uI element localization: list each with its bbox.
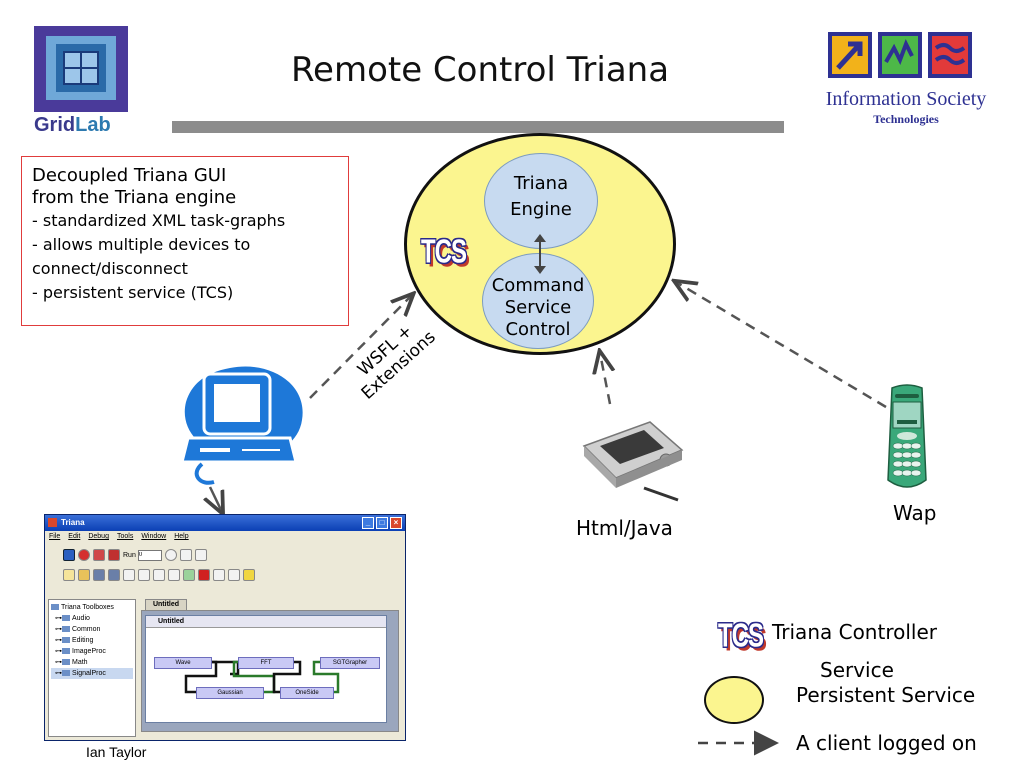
folder-icon <box>62 626 70 633</box>
node-sgtgrapher[interactable]: SGTGrapher <box>320 657 380 669</box>
mobile-phone-icon <box>887 384 927 488</box>
triana-engine-label: Triana Engine <box>510 173 572 220</box>
zoom-out-icon[interactable] <box>194 549 207 561</box>
menu-window[interactable]: Window <box>141 533 167 540</box>
tree-item[interactable]: ⊶Common <box>55 626 101 633</box>
legend-persistent-ellipse <box>704 676 764 724</box>
triana-toolbar-edit <box>45 565 405 585</box>
reset-icon[interactable] <box>108 549 120 561</box>
legend-tcs-text: Triana Controller <box>772 620 937 644</box>
folder-icon <box>62 615 70 622</box>
save-as-icon[interactable] <box>108 569 120 581</box>
menu-edit[interactable]: Edit <box>68 533 81 540</box>
title-underline-bar <box>172 121 784 133</box>
tree-item[interactable]: ⊶Audio <box>55 615 90 622</box>
ist-logo-line2: Technologies <box>873 112 939 126</box>
find-icon[interactable] <box>213 569 225 581</box>
description-heading-line1: Decoupled Triana GUI <box>32 165 227 186</box>
description-heading-line2: from the Triana engine <box>32 187 237 208</box>
node-fft[interactable]: FFT <box>238 657 294 669</box>
command-service-control-label: Command Service Control <box>491 275 585 340</box>
desktop-computer-icon <box>180 366 303 485</box>
menu-file[interactable]: File <box>49 533 61 540</box>
tree-item[interactable]: ⊶Math <box>55 659 88 666</box>
paste-icon[interactable] <box>168 569 180 581</box>
properties-icon[interactable] <box>123 569 135 581</box>
run-count-input[interactable] <box>137 549 162 561</box>
help-icon[interactable] <box>243 569 255 581</box>
print-icon[interactable] <box>228 569 240 581</box>
triana-engine-circle <box>484 153 598 249</box>
open-icon[interactable] <box>78 569 90 581</box>
legend-tcs-badge: TCS <box>718 617 764 655</box>
delete-icon[interactable] <box>198 569 210 581</box>
folder-icon <box>62 637 70 644</box>
legend-persistent-text: Persistent Service <box>796 683 976 707</box>
stop-icon[interactable] <box>78 549 90 561</box>
node-oneside[interactable]: OneSide <box>280 687 334 699</box>
description-bullet: connect/disconnect <box>32 259 188 278</box>
pda-device-icon <box>582 421 684 502</box>
node-wave[interactable]: Wave <box>154 657 212 669</box>
triana-app-icon <box>48 518 57 527</box>
description-bullet: - allows multiple devices to <box>32 235 251 254</box>
connector-wsfl <box>309 295 412 399</box>
folder-icon <box>51 604 59 611</box>
zoom-in-icon[interactable] <box>179 549 192 561</box>
menu-tools[interactable]: Tools <box>116 533 134 540</box>
ist-logo-line1: Information Society <box>825 88 987 110</box>
client-wap-label: Wap <box>893 501 937 525</box>
description-bullet: - standardized XML task-graphs <box>32 211 286 230</box>
maximize-button[interactable]: □ <box>376 517 388 529</box>
gridlab-logo <box>34 26 128 112</box>
page-title: Remote Control Triana <box>290 50 670 90</box>
toolbox-tree: Triana Toolboxes ⊶Audio ⊶Common ⊶Editing… <box>48 599 136 737</box>
run-counter: Run <box>123 549 162 561</box>
legend-client-text: A client logged on <box>796 731 977 755</box>
cut-icon[interactable] <box>153 569 165 581</box>
menu-debug[interactable]: Debug <box>88 533 109 540</box>
tree-item[interactable]: ⊶Editing <box>55 637 94 644</box>
minimize-button[interactable]: _ <box>362 517 374 529</box>
node-gaussian[interactable]: Gaussian <box>196 687 264 699</box>
gridlab-logo-text: GridLab <box>34 114 111 136</box>
tree-item-selected[interactable]: ⊶SignalProc <box>51 668 133 679</box>
tree-item[interactable]: ⊶ImageProc <box>55 648 106 655</box>
paste-into-icon[interactable] <box>183 569 195 581</box>
taskgraph-wires <box>184 660 340 694</box>
rewind-icon[interactable] <box>93 549 105 561</box>
tree-root[interactable]: Triana Toolboxes <box>51 602 133 613</box>
close-button[interactable]: × <box>390 517 402 529</box>
triana-toolbar-run: Run <box>45 545 405 565</box>
triana-window-titlebar[interactable]: Triana _ □ × <box>45 515 405 531</box>
copy-icon[interactable] <box>138 569 150 581</box>
double-arrow-icon <box>534 234 546 274</box>
triana-gui-window: Triana _ □ × File Edit Debug Tools Windo… <box>44 514 406 741</box>
taskgraph-window: Untitled Wave FFT SGTGrapher Gaussian On… <box>145 615 387 723</box>
legend-service-text: Service <box>820 658 894 682</box>
triana-menu-bar: File Edit Debug Tools Window Help <box>45 531 405 545</box>
info-icon[interactable] <box>164 549 177 561</box>
author-credit: Ian Taylor <box>86 744 147 760</box>
description-bullet: - persistent service (TCS) <box>32 283 234 302</box>
menu-help[interactable]: Help <box>174 533 189 540</box>
play-icon[interactable] <box>63 549 75 561</box>
save-icon[interactable] <box>93 569 105 581</box>
tcs-logo-badge: TCS <box>421 233 467 271</box>
client-html-java-label: Html/Java <box>576 516 673 540</box>
ist-logo <box>828 32 972 78</box>
connector-computer-to-window <box>210 486 222 512</box>
new-icon[interactable] <box>63 569 75 581</box>
folder-icon <box>62 659 70 666</box>
connector-wap <box>676 282 887 409</box>
taskgraph-window-title[interactable]: Untitled <box>146 616 386 628</box>
folder-icon <box>62 670 70 677</box>
description-box: Decoupled Triana GUI from the Triana eng… <box>21 156 349 326</box>
connector-html <box>600 353 610 405</box>
folder-icon <box>62 648 70 655</box>
